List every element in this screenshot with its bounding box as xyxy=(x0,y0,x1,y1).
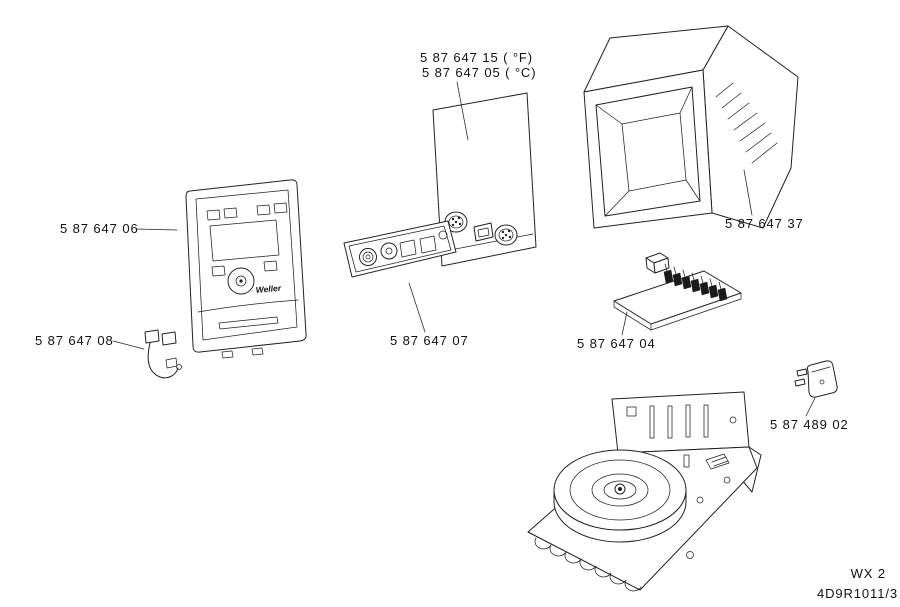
pcb-drawing xyxy=(613,252,742,331)
pcb-white-connector-icon xyxy=(645,252,670,274)
rotary-knob-icon xyxy=(227,267,255,295)
housing-front-opening xyxy=(595,86,701,217)
plug-drawing xyxy=(794,360,838,398)
part-label-display-f: 5 87 647 15 ( °F) xyxy=(420,50,533,65)
plug-prong xyxy=(796,368,808,377)
panel-lower-buttons xyxy=(211,260,278,277)
part-labels: 5 87 647 15 ( °F) 5 87 647 05 ( °C) 5 87… xyxy=(35,50,849,432)
part-label-housing: 5 87 647 37 xyxy=(725,216,804,231)
panel-buttons xyxy=(206,202,288,221)
square-connector-icon xyxy=(473,222,494,242)
plug-prong xyxy=(794,378,806,387)
leader-plug xyxy=(805,397,816,417)
model-label: WX 2 xyxy=(851,566,886,581)
panel-slot xyxy=(218,316,279,330)
part-label-bezel: 5 87 647 07 xyxy=(390,333,469,348)
base-assembly-drawing xyxy=(527,391,762,592)
part-label-clip: 5 87 647 08 xyxy=(35,333,114,348)
display-board-drawing xyxy=(432,92,537,267)
bezel-hole-icon xyxy=(380,242,398,260)
din-connector-icon xyxy=(444,211,468,233)
part-label-pcb: 5 87 647 04 xyxy=(577,336,656,351)
front-panel-drawing: Weller xyxy=(185,179,307,359)
leader-front-panel xyxy=(135,228,178,231)
plug-body xyxy=(806,360,838,398)
base-scalloped-edge xyxy=(534,537,642,592)
part-label-plug: 5 87 489 02 xyxy=(770,417,849,432)
bezel-knob-hole-icon xyxy=(359,248,377,266)
leader-housing xyxy=(743,169,753,216)
footer-texts: WX 2 4D9R1011/3 xyxy=(817,566,898,601)
back-wall-slots xyxy=(626,404,737,439)
part-label-front-panel: 5 87 647 06 xyxy=(60,221,139,236)
leader-pcb xyxy=(621,311,628,336)
panel-feet xyxy=(221,347,264,359)
housing-right-face xyxy=(702,25,799,229)
leader-clip xyxy=(112,340,145,350)
din-connector-icon xyxy=(494,224,518,246)
clip-drawing xyxy=(144,329,182,379)
brand-logo: Weller xyxy=(255,283,282,295)
housing-vent-slots xyxy=(715,82,778,164)
leader-lines xyxy=(112,81,816,417)
housing-drawing xyxy=(583,25,799,229)
part-label-display-c: 5 87 647 05 ( °C) xyxy=(422,65,536,80)
bezel-strip-drawing xyxy=(343,220,457,278)
lcd-window xyxy=(209,219,280,262)
base-back-wall xyxy=(611,391,750,454)
leader-bezel xyxy=(408,282,426,333)
drawing-number-label: 4D9R1011/3 xyxy=(817,586,898,601)
leader-display-board xyxy=(456,81,469,141)
front-panel-inner-frame xyxy=(195,189,298,341)
transformer-icon xyxy=(553,449,687,543)
pcb-black-connectors xyxy=(663,263,728,302)
bezel-strip-body xyxy=(343,220,457,278)
